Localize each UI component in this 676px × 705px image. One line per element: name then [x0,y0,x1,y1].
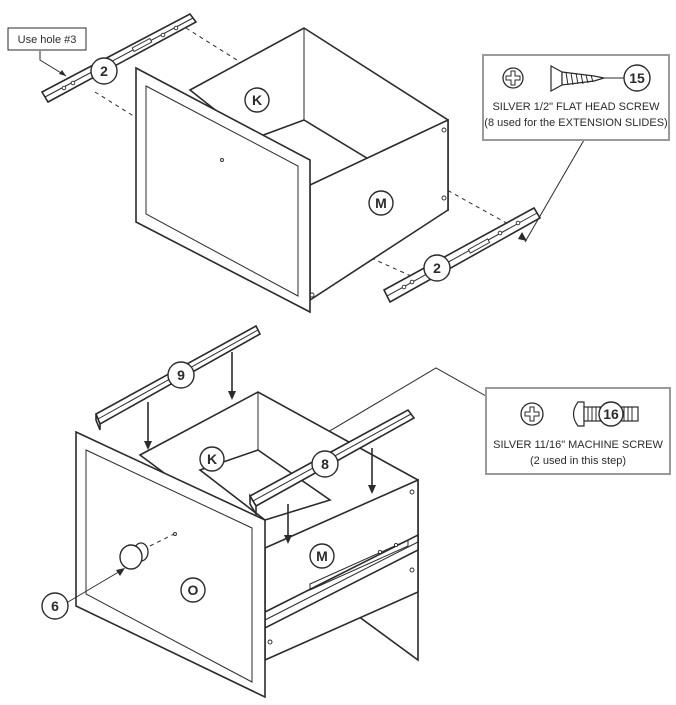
front-panel-letter: O [188,582,199,598]
phillips-head-icon-2 [520,402,544,426]
front-panel-label: O [180,577,206,603]
note-label-text: Use hole #3 [18,34,77,46]
screw-box-2-title: SILVER 11/16" MACHINE SCREW [493,439,663,451]
rear-rail-callout: 9 [167,361,195,389]
rear-rail-callout-number: 9 [177,367,185,383]
side-panel-letter: M [375,195,387,211]
knob-callout: 6 [41,592,69,620]
right-slide-callout-number: 2 [433,260,441,276]
screw-box-1-subtitle: (8 used for the EXTENSION SLIDES) [484,117,667,129]
bottom-drawer-box [75,391,419,699]
front-panel-2 [75,430,266,699]
bottom-drawer-assembly: 9 K 8 M O 6 [41,324,487,699]
back-panel-label-2: K [199,446,225,472]
screw-callout-16-number: 16 [603,406,619,422]
left-slide-callout: 2 [90,57,118,85]
top-drawer-box [135,27,449,314]
rear-rail-arrowhead-icon [144,441,152,450]
screw-callout-15-number: 15 [629,70,645,86]
front-rail-callout: 8 [311,450,339,478]
front-panel [135,66,311,314]
flat-head-wood-screw-icon [550,64,624,93]
screw-info-box-flat-head: 15 SILVER 1/2" FLAT HEAD SCREW (8 used f… [482,54,670,141]
drawer-floor-2 [198,449,332,521]
guide-line [94,91,141,121]
front-rail-callout-number: 8 [321,456,329,472]
note-arrowhead-icon [59,70,66,76]
back-panel-letter-2: K [207,451,217,467]
right-slide-callout: 2 [423,254,451,282]
side-panel-label-2: M [309,543,335,569]
right-extension-slide [382,206,542,304]
knob-leader-line [67,569,123,603]
note-leader-line [39,51,67,77]
left-extension-slide [40,12,198,104]
screw-callout-16: 16 [598,401,624,427]
back-panel-label: K [244,87,270,113]
side-slide-inner [309,539,409,591]
left-slide-callout-number: 2 [100,63,108,79]
side-panel-letter-2: M [316,548,328,564]
front-rail-arrowhead-icon [284,535,292,544]
back-panel-letter: K [252,92,262,108]
front-rail-arrowhead-icon-2 [368,485,376,494]
screw-leader-arrowhead-icon [518,232,527,241]
guide-line [185,27,241,63]
screw-box-1-title: SILVER 1/2" FLAT HEAD SCREW [492,101,660,113]
knob-callout-number: 6 [51,598,59,614]
screw-info-box-machine: 16 SILVER 11/16" MACHINE SCREW (2 used i… [485,387,671,475]
drawer-knob-icon [119,532,177,570]
screw-callout-15: 15 [623,64,651,92]
note-label: Use hole #3 [7,27,87,77]
phillips-head-icon [502,67,524,89]
top-drawer-assembly: Use hole #3 [7,12,585,314]
side-panel-label: M [368,190,394,216]
knob-leader-arrowhead-icon [116,568,125,576]
screw-box-2-subtitle: (2 used in this step) [530,455,626,467]
rear-rail-arrowhead-icon-2 [228,391,236,400]
screw-leader-line [524,139,585,243]
